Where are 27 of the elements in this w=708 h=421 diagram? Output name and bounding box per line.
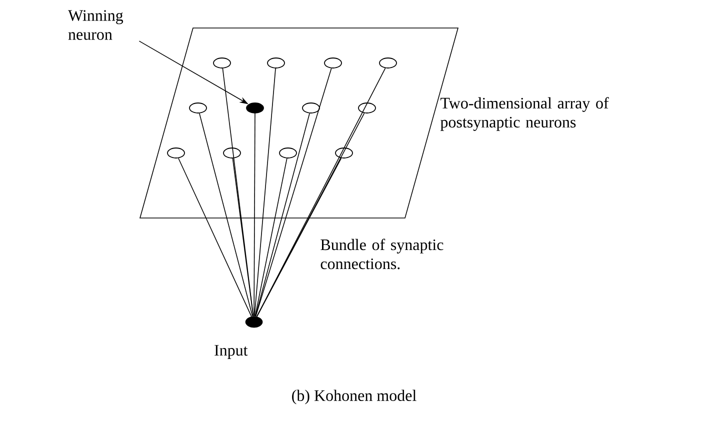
- node-text: Winning neuron: [68, 10, 124, 40]
- connection-line: [199, 112, 253, 317]
- neuron-ellipse: [223, 148, 241, 158]
- connection-line: [232, 158, 254, 317]
- connection-line: [254, 68, 276, 317]
- neuron-ellipse: [379, 58, 397, 68]
- neuron-ellipse: [267, 58, 285, 68]
- connection-line: [255, 68, 332, 317]
- connection-line: [255, 112, 310, 317]
- beside-text: Two-dimensional array of postsynaptic neurons: [440, 97, 609, 131]
- connection-line: [178, 158, 252, 317]
- neuron-ellipse: [189, 102, 207, 114]
- neuron-ellipse: [167, 148, 185, 158]
- connection-line: [254, 158, 288, 317]
- input-dot: [245, 316, 263, 328]
- neuron-ellipse: [213, 58, 231, 68]
- connection-line: [256, 158, 342, 318]
- connection-line: [254, 113, 256, 317]
- caption: (b) Kohonen model: [292, 390, 416, 404]
- neuron-ellipse: [279, 148, 297, 158]
- neuron-ellipse: [246, 102, 264, 114]
- neuron-ellipse: [324, 58, 342, 68]
- beside-text: Input: [214, 345, 248, 359]
- neuron-ellipse: [358, 102, 376, 114]
- bundle-label: Bundle of synaptic connections.: [320, 238, 444, 270]
- neuron-ellipse: [335, 148, 353, 158]
- neuron-ellipse: [302, 102, 320, 114]
